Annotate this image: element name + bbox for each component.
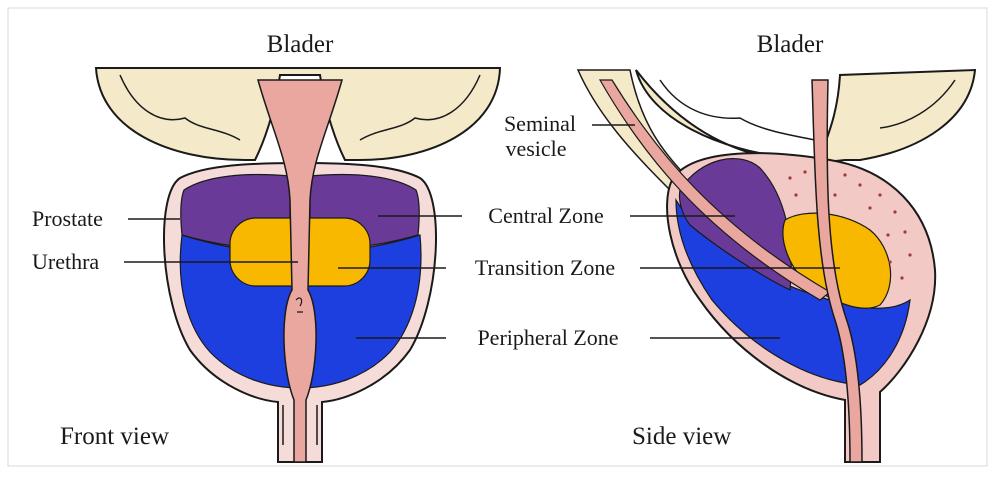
front-view-title: Blader	[267, 31, 334, 58]
label-prostate: Prostate	[32, 206, 103, 231]
side-view-title: Blader	[757, 31, 824, 58]
label-vesicle: vesicle	[505, 136, 566, 161]
side-view-caption: Side view	[632, 423, 731, 450]
label-peripheral-zone: Peripheral Zone	[477, 325, 618, 350]
label-central-zone: Central Zone	[488, 203, 603, 228]
front-view-caption: Front view	[60, 423, 169, 450]
label-transition-zone: Transition Zone	[475, 255, 615, 280]
label-urethra: Urethra	[32, 249, 99, 274]
label-seminal: Seminal	[504, 111, 576, 136]
